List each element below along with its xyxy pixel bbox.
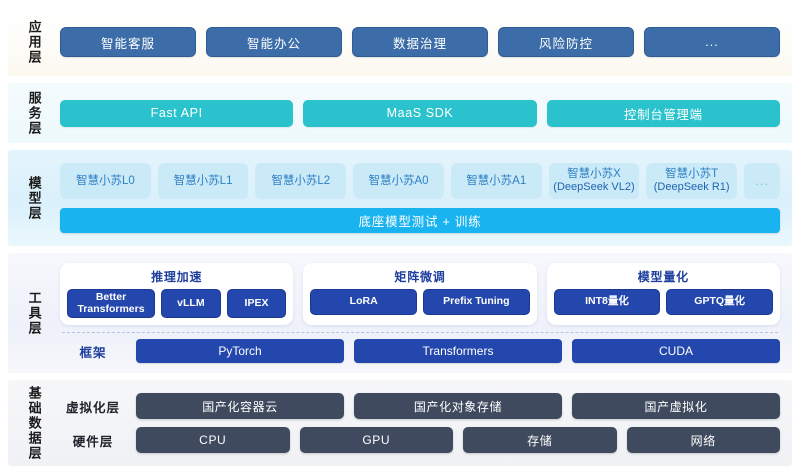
layer-label-tools: 工具层 <box>26 290 42 336</box>
service-item-console-admin[interactable]: 控制台管理端 <box>546 99 780 127</box>
model-chip-x-main: 智慧小苏X <box>567 168 621 181</box>
spacer-app-service <box>8 76 792 83</box>
layer-application: 应用层 智能客服 智能办公 数据治理 风险防控 ... <box>8 8 792 76</box>
service-item-fast-api[interactable]: Fast API <box>60 99 294 127</box>
spacer-tools-base <box>8 373 792 380</box>
model-base-training-bar[interactable]: 底座模型测试 + 训练 <box>60 208 780 233</box>
model-chip-more-main: ... <box>755 173 769 189</box>
model-chip-more[interactable]: ... <box>744 163 781 199</box>
model-chip-a1[interactable]: 智慧小苏A1 <box>450 163 542 199</box>
base-item-gpu[interactable]: GPU <box>299 427 453 453</box>
base-sublabel-hardware: 硬件层 <box>72 434 114 449</box>
tools-divider <box>62 332 778 334</box>
layer-model: 模型层 智慧小苏L0 智慧小苏L1 智慧小苏L2 智慧小苏A0 智慧小苏A1 <box>8 150 792 246</box>
model-chip-l0[interactable]: 智慧小苏L0 <box>60 163 151 199</box>
architecture-diagram: 应用层 智能客服 智能办公 数据治理 风险防控 ... 服务层 Fast API… <box>8 8 792 466</box>
app-item-intelligent-office[interactable]: 智能办公 <box>206 27 342 57</box>
base-item-domestic-object-storage[interactable]: 国产化对象存储 <box>354 393 562 419</box>
model-chip-l2[interactable]: 智慧小苏L2 <box>255 163 347 199</box>
base-row-virtualization: 虚拟化层 国产化容器云 国产化对象存储 国产虚拟化 <box>60 393 780 419</box>
model-chip-l1[interactable]: 智慧小苏L1 <box>157 163 249 199</box>
base-sublabel-virtualization: 虚拟化层 <box>65 400 120 415</box>
tool-pill-vllm[interactable]: vLLM <box>161 288 221 319</box>
tool-pills-model-quantization: INT8量化 GPTQ量化 <box>553 288 773 315</box>
base-item-storage[interactable]: 存储 <box>463 427 617 453</box>
tool-pill-gptq-quantization[interactable]: GPTQ量化 <box>666 288 773 315</box>
spacer-service-model <box>8 143 792 150</box>
layer-service: 服务层 Fast API MaaS SDK 控制台管理端 <box>8 83 792 143</box>
framework-item-cuda[interactable]: CUDA <box>572 339 780 364</box>
tool-cards-row: 推理加速 Better Transformers vLLM IPEX 矩阵微调 … <box>60 262 780 326</box>
app-item-intelligent-customer-service[interactable]: 智能客服 <box>60 27 196 57</box>
layer-body-model: 智慧小苏L0 智慧小苏L1 智慧小苏L2 智慧小苏A0 智慧小苏A1 智慧小苏X… <box>60 163 792 233</box>
tool-pill-int8-quantization[interactable]: INT8量化 <box>553 288 661 315</box>
model-chip-l1-main: 智慧小苏L1 <box>173 174 233 187</box>
layer-label-application: 应用层 <box>26 19 42 65</box>
model-chip-l0-main: 智慧小苏L0 <box>75 174 135 187</box>
model-chip-t-deepseek-r1[interactable]: 智慧小苏T (DeepSeek R1) <box>646 163 738 199</box>
model-chip-t-main: 智慧小苏T <box>665 168 719 181</box>
spacer-model-tools <box>8 246 792 253</box>
tool-card-title-model-quantization: 模型量化 <box>637 269 689 284</box>
layer-label-model: 模型层 <box>26 175 42 221</box>
layer-label-service: 服务层 <box>26 90 42 136</box>
base-item-cpu[interactable]: CPU <box>136 427 290 453</box>
tool-pill-lora[interactable]: LoRA <box>310 288 417 315</box>
base-item-network[interactable]: 网络 <box>626 427 780 453</box>
base-item-domestic-container-cloud[interactable]: 国产化容器云 <box>136 393 344 419</box>
layer-body-tools: 推理加速 Better Transformers vLLM IPEX 矩阵微调 … <box>60 262 792 364</box>
model-chip-l2-main: 智慧小苏L2 <box>271 174 331 187</box>
tool-card-matrix-finetuning: 矩阵微调 LoRA Prefix Tuning <box>303 262 537 326</box>
base-row-hardware: 硬件层 CPU GPU 存储 网络 <box>60 427 780 453</box>
tool-card-model-quantization: 模型量化 INT8量化 GPTQ量化 <box>546 262 780 326</box>
tool-pill-ipex[interactable]: IPEX <box>226 288 287 319</box>
tool-card-title-matrix-finetuning: 矩阵微调 <box>394 269 446 284</box>
model-chip-a0-main: 智慧小苏A0 <box>368 174 429 187</box>
tool-pill-better-transformers[interactable]: Better Transformers <box>67 288 156 319</box>
tool-pills-matrix-finetuning: LoRA Prefix Tuning <box>310 288 530 315</box>
app-item-data-governance[interactable]: 数据治理 <box>352 27 488 57</box>
layer-body-base-data: 虚拟化层 国产化容器云 国产化对象存储 国产虚拟化 硬件层 CPU GPU 存储… <box>60 389 792 457</box>
layer-tools: 工具层 推理加速 Better Transformers vLLM IPEX 矩… <box>8 253 792 373</box>
layer-body-application: 智能客服 智能办公 数据治理 风险防控 ... <box>60 27 792 57</box>
model-chip-t-sub: (DeepSeek R1) <box>653 181 730 194</box>
service-items-row: Fast API MaaS SDK 控制台管理端 <box>60 99 780 127</box>
app-item-more[interactable]: ... <box>644 27 780 57</box>
app-item-risk-control[interactable]: 风险防控 <box>498 27 634 57</box>
layer-body-service: Fast API MaaS SDK 控制台管理端 <box>60 99 792 127</box>
framework-label: 框架 <box>79 345 107 360</box>
application-items-row: 智能客服 智能办公 数据治理 风险防控 ... <box>60 27 780 57</box>
tool-pill-prefix-tuning[interactable]: Prefix Tuning <box>423 288 530 315</box>
layer-label-base-data: 基础数据层 <box>26 385 42 461</box>
model-chip-x-deepseek-vl2[interactable]: 智慧小苏X (DeepSeek VL2) <box>548 163 640 199</box>
framework-row: 框架 PyTorch Transformers CUDA <box>60 339 780 364</box>
layer-base-data: 基础数据层 虚拟化层 国产化容器云 国产化对象存储 国产虚拟化 硬件层 CPU … <box>8 380 792 466</box>
framework-item-pytorch[interactable]: PyTorch <box>136 339 344 364</box>
model-chip-a0[interactable]: 智慧小苏A0 <box>353 163 444 199</box>
framework-item-transformers[interactable]: Transformers <box>354 339 562 364</box>
tool-pills-inference-acceleration: Better Transformers vLLM IPEX <box>67 288 287 319</box>
service-item-maas-sdk[interactable]: MaaS SDK <box>303 99 537 127</box>
base-item-domestic-virtualization[interactable]: 国产虚拟化 <box>572 393 780 419</box>
model-chip-a1-main: 智慧小苏A1 <box>466 174 527 187</box>
model-chip-x-sub: (DeepSeek VL2) <box>553 181 635 194</box>
model-chips-row: 智慧小苏L0 智慧小苏L1 智慧小苏L2 智慧小苏A0 智慧小苏A1 智慧小苏X… <box>60 163 781 199</box>
tool-card-title-inference-acceleration: 推理加速 <box>151 269 203 284</box>
tool-card-inference-acceleration: 推理加速 Better Transformers vLLM IPEX <box>60 262 294 326</box>
